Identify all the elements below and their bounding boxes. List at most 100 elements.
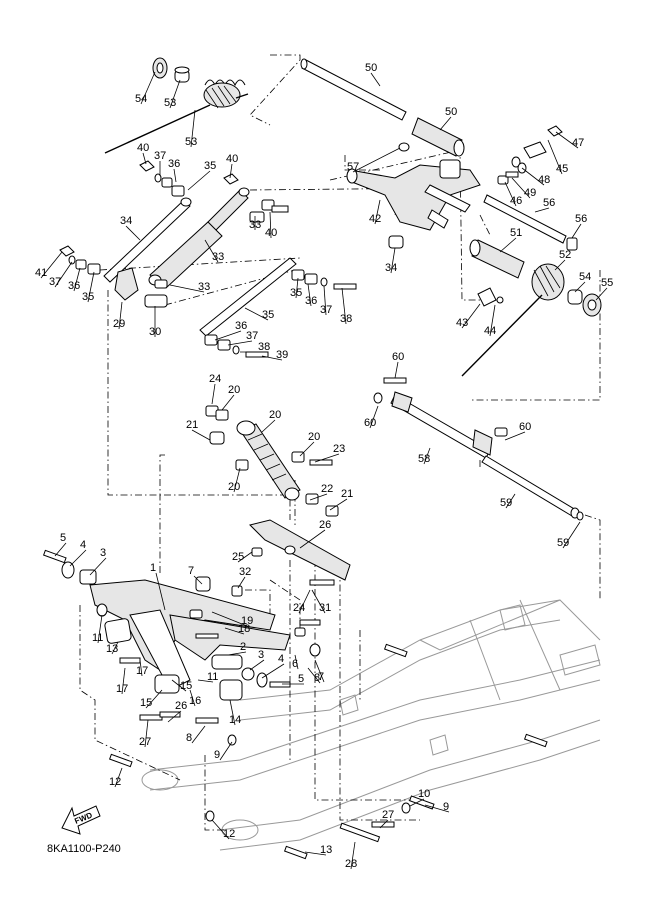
callout-leader — [423, 447, 431, 465]
shaft-58 — [481, 455, 577, 517]
callout-18: 18 — [238, 623, 250, 635]
callout-9: 9 — [443, 801, 449, 813]
callout-21: 21 — [341, 488, 353, 500]
callout-2: 2 — [240, 641, 246, 653]
callout-leader — [233, 467, 241, 493]
callout-leader — [521, 167, 545, 186]
callout-leader — [244, 307, 269, 321]
callout-4: 4 — [278, 653, 284, 665]
callout-leader — [574, 281, 586, 293]
callout-19: 19 — [241, 615, 253, 627]
callout-16: 16 — [189, 695, 201, 707]
callout-leader — [219, 741, 233, 761]
callout-51: 51 — [510, 227, 522, 239]
callout-36: 36 — [168, 158, 180, 170]
callout-39: 39 — [276, 349, 288, 361]
callout-leader — [499, 237, 517, 253]
callout-leader — [89, 557, 107, 576]
callout-leader — [295, 277, 299, 299]
callout-leaders — [40, 71, 608, 870]
rear-spring-left — [104, 57, 249, 154]
callout-5: 5 — [298, 673, 304, 685]
callout-13: 13 — [106, 643, 118, 655]
callout-leader — [191, 429, 211, 441]
callout-leader — [394, 361, 399, 379]
callout-leader — [229, 699, 236, 726]
callout-leader — [554, 259, 566, 271]
callout-leader — [249, 659, 265, 671]
callout-40: 40 — [137, 142, 149, 154]
callout-leader — [229, 163, 233, 179]
callout-60: 60 — [364, 417, 376, 429]
callout-leader — [307, 667, 321, 684]
callout-59: 59 — [557, 537, 569, 549]
callout-35: 35 — [82, 291, 94, 303]
callout-30: 30 — [149, 326, 161, 338]
callout-leader — [214, 330, 242, 341]
callout-34: 34 — [385, 262, 397, 274]
callout-1: 1 — [150, 562, 156, 574]
callout-57: 57 — [347, 161, 359, 173]
callout-leader — [298, 589, 311, 614]
rod-34-lower — [199, 257, 297, 337]
callout-leader — [227, 340, 253, 346]
callout-38: 38 — [258, 341, 270, 353]
callout-leader — [409, 798, 425, 807]
callout-7: 7 — [188, 565, 194, 577]
callout-12: 12 — [223, 828, 235, 840]
callout-leader — [227, 651, 247, 656]
spring-coil-right — [531, 263, 565, 301]
callout-leader — [140, 71, 156, 105]
callout-leader — [390, 247, 396, 274]
pipe-55 — [483, 194, 567, 244]
callout-leader — [187, 170, 211, 191]
callout-leader — [237, 551, 253, 563]
callout-leader — [54, 261, 73, 288]
callout-23: 23 — [333, 443, 345, 455]
callout-42: 42 — [369, 213, 381, 225]
callout-41: 41 — [35, 267, 47, 279]
callout-leader — [352, 147, 401, 173]
callout-47: 47 — [572, 137, 584, 149]
callout-9: 9 — [214, 749, 220, 761]
callout-leader — [87, 271, 95, 303]
callout-37: 37 — [320, 304, 332, 316]
callout-leader — [350, 841, 356, 870]
callout-leader — [114, 767, 123, 788]
callout-31: 31 — [319, 602, 331, 614]
callout-leader — [167, 710, 182, 723]
callout-leader — [145, 689, 163, 709]
callout-leader — [571, 223, 582, 239]
callout-33: 33 — [198, 281, 210, 293]
rear-spring-right — [461, 239, 602, 377]
callout-27: 27 — [382, 809, 394, 821]
callout-11: 11 — [207, 671, 218, 683]
callout-leader — [204, 239, 219, 263]
callout-36: 36 — [68, 280, 80, 292]
callout-leader — [314, 659, 325, 683]
callout-38: 38 — [340, 313, 352, 325]
callout-leader — [370, 72, 381, 87]
swing-arm-1 — [42, 549, 321, 746]
bracket-25 — [249, 519, 351, 586]
callout-leader — [341, 287, 347, 325]
callout-50: 50 — [365, 62, 377, 74]
callout-leader — [118, 301, 123, 330]
rear-shaft-top — [300, 58, 465, 157]
callout-leader — [169, 284, 205, 293]
callout-52: 52 — [559, 249, 571, 261]
callout-8: 8 — [314, 672, 320, 684]
callout-leader — [595, 287, 608, 301]
callout-26: 26 — [319, 519, 331, 531]
callout-3: 3 — [258, 649, 264, 661]
callout-45: 45 — [556, 163, 568, 175]
callout-leader — [269, 211, 272, 239]
callout-46: 46 — [510, 195, 522, 207]
callout-leader — [424, 804, 450, 813]
callout-leader — [189, 689, 196, 707]
callout-37: 37 — [49, 276, 61, 288]
callout-leader — [309, 493, 328, 501]
callout-leader — [261, 419, 276, 433]
callout-60: 60 — [392, 351, 404, 363]
